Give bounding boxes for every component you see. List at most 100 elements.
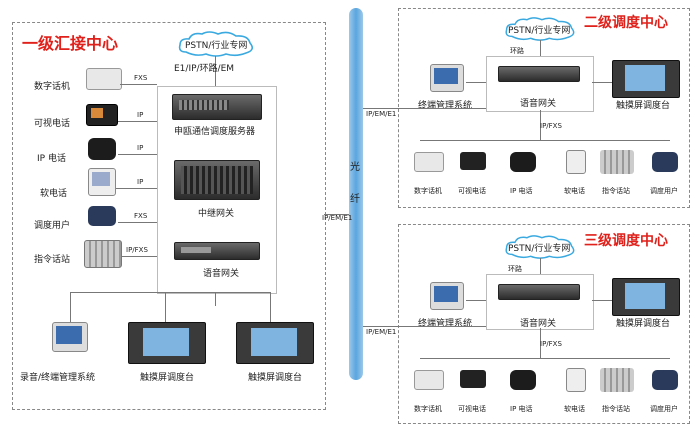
pstn-cloud-icon <box>505 235 575 259</box>
level3-loop-label: 环路 <box>508 265 522 273</box>
terminal-label-ip-phone: IP 电话 <box>37 154 66 164</box>
terminal-line <box>120 84 157 85</box>
touch-console-icon <box>236 322 314 364</box>
level3-link-label: IP/EM/E1 <box>366 328 397 336</box>
digital-phone-icon <box>414 152 444 172</box>
ip-phone-icon <box>510 152 536 172</box>
terminal-label-dispatch-user: 调度用户 <box>34 221 71 231</box>
terminal-line <box>116 188 157 189</box>
level2-device-label: 数字话机 <box>414 187 442 195</box>
level3-console-icon <box>612 278 680 316</box>
level2-device-label: 指令话站 <box>602 187 630 195</box>
recording-system-label: 录音/终端管理系统 <box>20 373 96 383</box>
level3-mgmt-icon <box>430 282 464 310</box>
level3-gateway-label: 语音网关 <box>520 319 557 329</box>
terminal-label-video-phone: 可视电话 <box>34 119 71 129</box>
level3-device-label: IP 电话 <box>510 405 533 413</box>
level2-mgmt-icon <box>430 64 464 92</box>
level3-mgmt-line <box>466 300 486 301</box>
level3-device-label: 可视电话 <box>458 405 486 413</box>
terminal-line <box>118 121 157 122</box>
level3-device-label: 软电话 <box>564 405 585 413</box>
bus-drop <box>165 292 166 322</box>
level3-cloud-label: PSTN/行业专网 <box>508 244 571 254</box>
video-phone-icon <box>460 370 486 388</box>
level2-link-label: IP/EM/E1 <box>366 110 397 118</box>
level2-cloud-line <box>540 40 541 56</box>
level3-device-label: 数字话机 <box>414 405 442 413</box>
video-phone-icon <box>460 152 486 170</box>
fiber-char-1: 光 <box>350 162 360 173</box>
level1-center-frame <box>12 22 326 410</box>
level3-device-label: 调度用户 <box>650 405 678 413</box>
fiber-left-link <box>324 214 349 215</box>
level3-cloud-line <box>540 258 541 274</box>
level2-console-icon <box>612 60 680 98</box>
level2-mgmt-line <box>466 82 486 83</box>
level3-center-title: 三级调度中心 <box>584 233 668 249</box>
level2-fiber-link <box>363 108 486 109</box>
level2-voice-gateway-icon <box>498 66 580 82</box>
level2-device-label: 调度用户 <box>650 187 678 195</box>
touch-console-icon <box>128 322 206 364</box>
level2-center-title: 二级调度中心 <box>584 15 668 31</box>
terminal-link-dispatch-user: FXS <box>134 212 148 220</box>
level2-device-label: 软电话 <box>564 187 585 195</box>
level3-bus-vertical <box>540 328 541 358</box>
fiber-char-2: 纤 <box>350 194 360 205</box>
uplink-label: E1/IP/环路/EM <box>174 64 235 74</box>
trunk-gateway-label: 中继网关 <box>198 209 235 219</box>
video-phone-icon <box>86 104 118 126</box>
soft-phone-icon <box>88 168 116 196</box>
terminal-line <box>122 256 157 257</box>
terminal-label-digital-phone: 数字话机 <box>34 82 71 92</box>
level3-mgmt-label: 终端管理系统 <box>418 319 473 329</box>
pstn-cloud-icon <box>505 17 575 41</box>
terminal-line <box>118 154 157 155</box>
ip-phone-icon <box>88 138 116 160</box>
level2-bus-label: IP/FXS <box>540 122 562 130</box>
fiber-trunk <box>349 8 363 380</box>
digital-phone-icon <box>414 370 444 390</box>
command-station-icon <box>600 150 634 174</box>
command-station-icon <box>600 368 634 392</box>
cloud-uplink-line <box>215 56 216 86</box>
terminal-link-video-phone: IP <box>137 111 144 119</box>
terminal-label-command-station: 指令话站 <box>34 255 71 265</box>
soft-phone-icon <box>566 150 586 174</box>
dispatch-server-label: 申瓯通信调度服务器 <box>174 127 256 137</box>
level1-center-title: 一级汇接中心 <box>22 34 119 53</box>
trunk-gateway-icon <box>174 160 260 200</box>
pstn-cloud-icon <box>178 31 254 57</box>
level3-fiber-link <box>363 326 486 327</box>
terminal-label-soft-phone: 软电话 <box>40 189 68 199</box>
fiber-left-link-label: IP/EM/E1 <box>322 214 353 222</box>
level2-console-line <box>592 82 612 83</box>
dispatch-user-phone-icon <box>88 206 116 226</box>
level3-device-label: 指令话站 <box>602 405 630 413</box>
level3-bus-label: IP/FXS <box>540 340 562 348</box>
command-station-icon <box>84 240 122 268</box>
level2-cloud-label: PSTN/行业专网 <box>508 26 571 36</box>
recording-system-icon <box>52 322 88 352</box>
level2-console-label: 触摸屏调度台 <box>616 101 671 111</box>
level2-mgmt-label: 终端管理系统 <box>418 101 473 111</box>
terminal-link-ip-phone: IP <box>137 144 144 152</box>
terminal-link-digital-phone: FXS <box>134 74 148 82</box>
level2-device-label: IP 电话 <box>510 187 533 195</box>
level3-bus <box>420 358 670 359</box>
bottom-bus-vertical <box>215 292 216 306</box>
level2-loop-label: 环路 <box>510 47 524 55</box>
voice-gateway-label: 语音网关 <box>203 269 240 279</box>
terminal-link-soft-phone: IP <box>137 178 144 186</box>
level2-bus <box>420 140 670 141</box>
terminal-line <box>118 222 157 223</box>
soft-phone-icon <box>566 368 586 392</box>
level2-gateway-label: 语音网关 <box>520 99 557 109</box>
level3-voice-gateway-icon <box>498 284 580 300</box>
level2-device-label: 可视电话 <box>458 187 486 195</box>
terminal-link-command-station: IP/FXS <box>126 246 148 254</box>
level1-cloud-label: PSTN/行业专网 <box>185 41 248 51</box>
touch-console-label-2: 触摸屏调度台 <box>248 373 303 383</box>
dispatch-user-phone-icon <box>652 152 678 172</box>
